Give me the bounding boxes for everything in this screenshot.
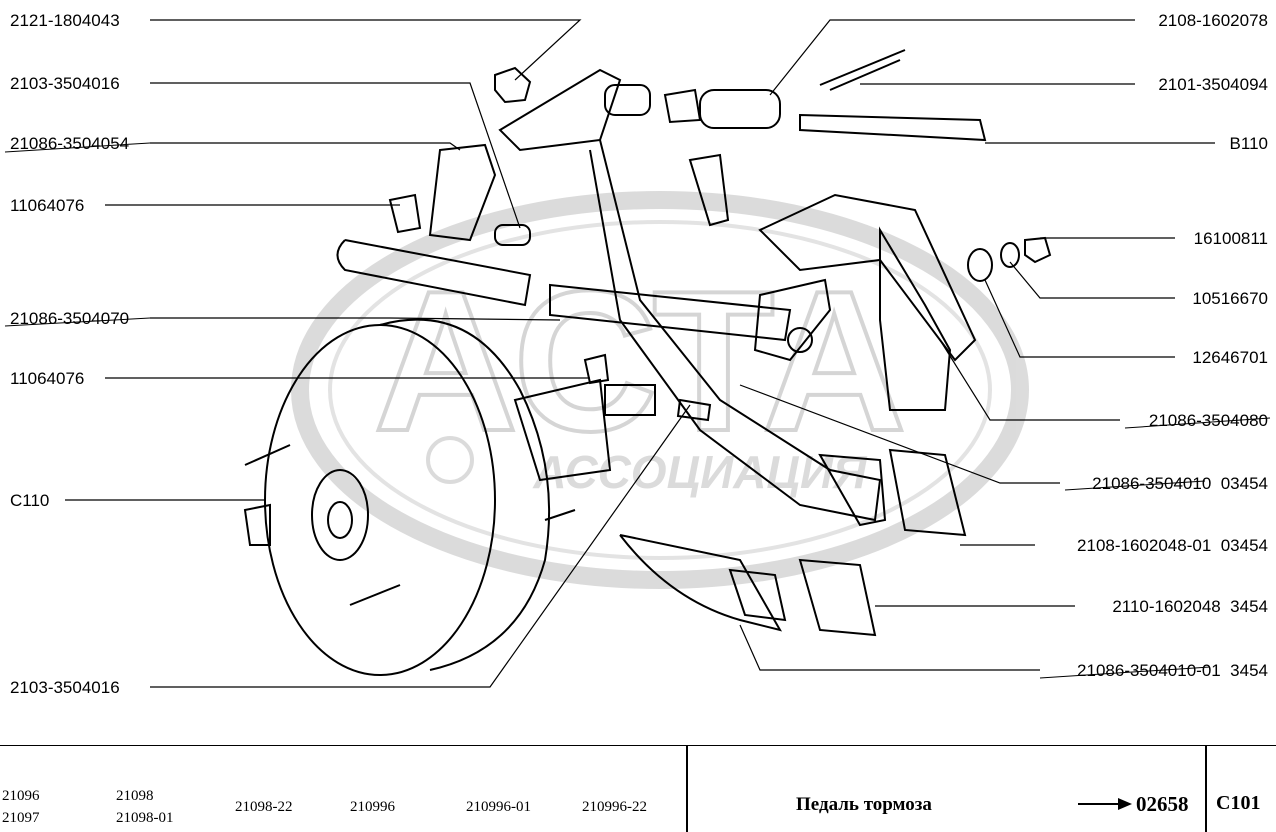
callout-2103-3504016-top: 2103-3504016 [10, 74, 120, 93]
strike-mark [1039, 666, 1211, 679]
watermark-sub: АССОЦИАЦИЯ [532, 446, 868, 498]
parts-diagram: АСТА АССОЦИАЦИЯ [4, 11, 1271, 697]
callout-2110-1602048: 2110-1602048 3454 [1112, 597, 1268, 616]
callout-21086-3504054: 21086-3504054 [10, 134, 129, 153]
callout-12646701: 12646701 [1192, 348, 1268, 367]
model-21098: 21098 [116, 788, 154, 804]
watermark-brand: АСТА [374, 250, 907, 473]
callout-11064076-bottom: 11064076 [10, 369, 84, 388]
callout-21086-3504010-01: 21086-3504010-01 3454 [1077, 661, 1268, 680]
footer-title-block: 21096 21097 21098 21098-01 21098-22 2109… [0, 745, 1276, 832]
callout-2108-1602048-01: 2108-1602048-01 03454 [1077, 536, 1268, 555]
callout-b110: B110 [1230, 134, 1268, 153]
callout-21086-3504080: 21086-3504080 [1149, 411, 1268, 430]
model-21098-01: 21098-01 [116, 810, 174, 826]
model-210996: 210996 [350, 799, 395, 815]
callout-21086-3504010: 21086-3504010 03454 [1092, 474, 1268, 493]
callout-10516670: 10516670 [1192, 289, 1268, 308]
model-21096: 21096 [2, 788, 40, 804]
callout-2103-3504016-bottom: 2103-3504016 [10, 678, 120, 697]
callout-2108-1602078: 2108-1602078 [1158, 11, 1268, 30]
strike-mark [1124, 417, 1271, 429]
model-210996-01: 210996-01 [466, 799, 531, 815]
footer-divider [1205, 746, 1207, 832]
callout-2101-3504094: 2101-3504094 [1158, 75, 1268, 94]
leader-lines [65, 19, 1215, 688]
callout-16100811: 16100811 [1194, 229, 1268, 248]
watermark-logo: АСТА АССОЦИАЦИЯ [291, 191, 1029, 589]
brake-booster [243, 318, 656, 676]
strike-mark [4, 317, 151, 327]
strike-mark [4, 142, 151, 153]
strike-mark [1064, 480, 1206, 491]
hardware-parts [388, 49, 1052, 422]
page-title: Педаль тормоза [796, 794, 932, 815]
callout-21086-3504070: 21086-3504070 [10, 309, 129, 328]
callout-11064076-top: 11064076 [10, 196, 84, 215]
arrow-right-icon [1078, 798, 1132, 810]
footer-divider [686, 746, 688, 832]
diagram-number: 02658 [1136, 792, 1189, 816]
section-code: C101 [1216, 792, 1261, 814]
pedal-assembly [336, 68, 977, 637]
callout-c110: C110 [10, 491, 49, 510]
model-210996-22: 210996-22 [582, 799, 647, 815]
callout-2121-1804043: 2121-1804043 [10, 11, 120, 30]
model-21098-22: 21098-22 [235, 799, 293, 815]
callouts-left: 2121-1804043 2103-3504016 21086-3504054 … [4, 11, 151, 697]
callouts-right: 2108-1602078 2101-3504094 B110 16100811 … [1039, 11, 1271, 680]
model-21097: 21097 [2, 810, 40, 826]
